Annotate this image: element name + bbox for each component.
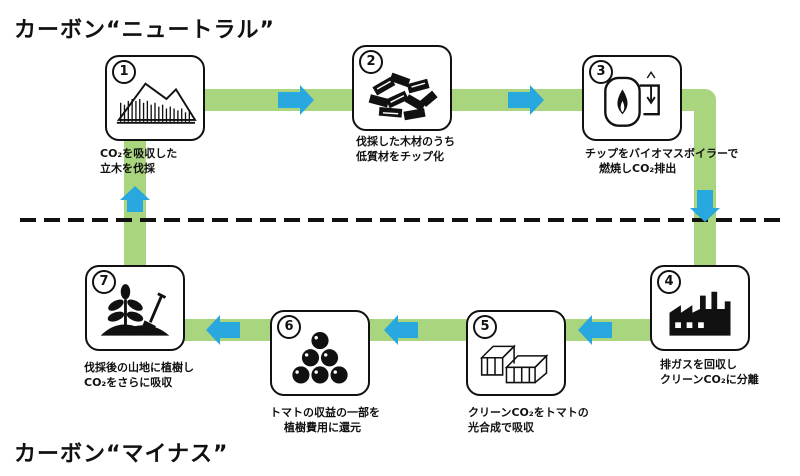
step-6-box: 6 (270, 310, 370, 396)
caption-line: CO₂を吸収した (100, 147, 178, 160)
caption-line: 立木を伐採 (100, 162, 155, 175)
step-6-caption: トマトの収益の一部を 植樹費用に還元 (270, 405, 380, 435)
step-5-caption: クリーンCO₂をトマトの 光合成で吸収 (468, 405, 589, 435)
wood-chips-icon (368, 72, 438, 121)
flow-arrow-4 (578, 315, 612, 345)
step-7-box: 7 (85, 265, 185, 351)
caption-line: チップをバイオマスボイラーで (585, 147, 739, 160)
caption-line: 光合成で吸収 (468, 421, 534, 434)
caption-line: CO₂をさらに吸収 (84, 376, 173, 389)
greenhouse-icon (479, 344, 549, 384)
flow-arrow-6 (206, 315, 240, 345)
step-2-caption: 伐採した木材のうち 低質材をチップ化 (356, 134, 455, 164)
title-carbon-minus: カーボン“マイナス” (14, 442, 229, 467)
step-number: 2 (359, 50, 383, 74)
caption-line: トマトの収益の一部を (270, 406, 380, 419)
planting-icon (100, 284, 170, 336)
step-number: 7 (92, 270, 116, 294)
cycle-path (124, 89, 716, 341)
forest-icon (116, 82, 197, 124)
step-1-box: 1 (105, 55, 205, 141)
step-3-box: 3 (582, 55, 682, 141)
step-4-box: 4 (650, 265, 750, 351)
flow-arrow-1 (278, 85, 314, 115)
step-number: 3 (589, 60, 613, 84)
step-4-caption: 排ガスを回収し クリーンCO₂に分離 (660, 357, 759, 387)
step-number: 1 (112, 60, 136, 84)
caption-line: 植樹費用に還元 (284, 421, 361, 434)
caption-line: 燃焼しCO₂排出 (599, 162, 677, 175)
caption-line: 伐採後の山地に植樹し (84, 361, 194, 374)
step-7-caption: 伐採後の山地に植樹し CO₂をさらに吸収 (84, 360, 194, 390)
flow-arrow-5 (384, 315, 418, 345)
caption-line: 低質材をチップ化 (356, 150, 444, 163)
step-number: 6 (277, 315, 301, 339)
caption-line: 伐採した木材のうち (356, 135, 455, 148)
step-5-box: 5 (466, 310, 566, 396)
factory-icon (669, 291, 731, 336)
flow-arrow-7 (120, 186, 150, 212)
tomatoes-icon (292, 332, 348, 384)
step-2-box: 2 (352, 45, 452, 131)
biomass-boiler-icon (604, 70, 660, 127)
step-3-caption: チップをバイオマスボイラーで 燃焼しCO₂排出 (585, 146, 738, 176)
step-number: 5 (473, 315, 497, 339)
caption-line: クリーンCO₂をトマトの (468, 406, 589, 419)
caption-line: 排ガスを回収し (660, 358, 737, 371)
flow-arrow-3 (690, 190, 720, 222)
caption-line: クリーンCO₂に分離 (660, 373, 759, 386)
title-carbon-neutral: カーボン“ニュートラル” (14, 18, 275, 43)
flow-arrow-2 (508, 85, 544, 115)
step-1-caption: CO₂を吸収した 立木を伐採 (100, 146, 177, 176)
step-number: 4 (657, 270, 681, 294)
